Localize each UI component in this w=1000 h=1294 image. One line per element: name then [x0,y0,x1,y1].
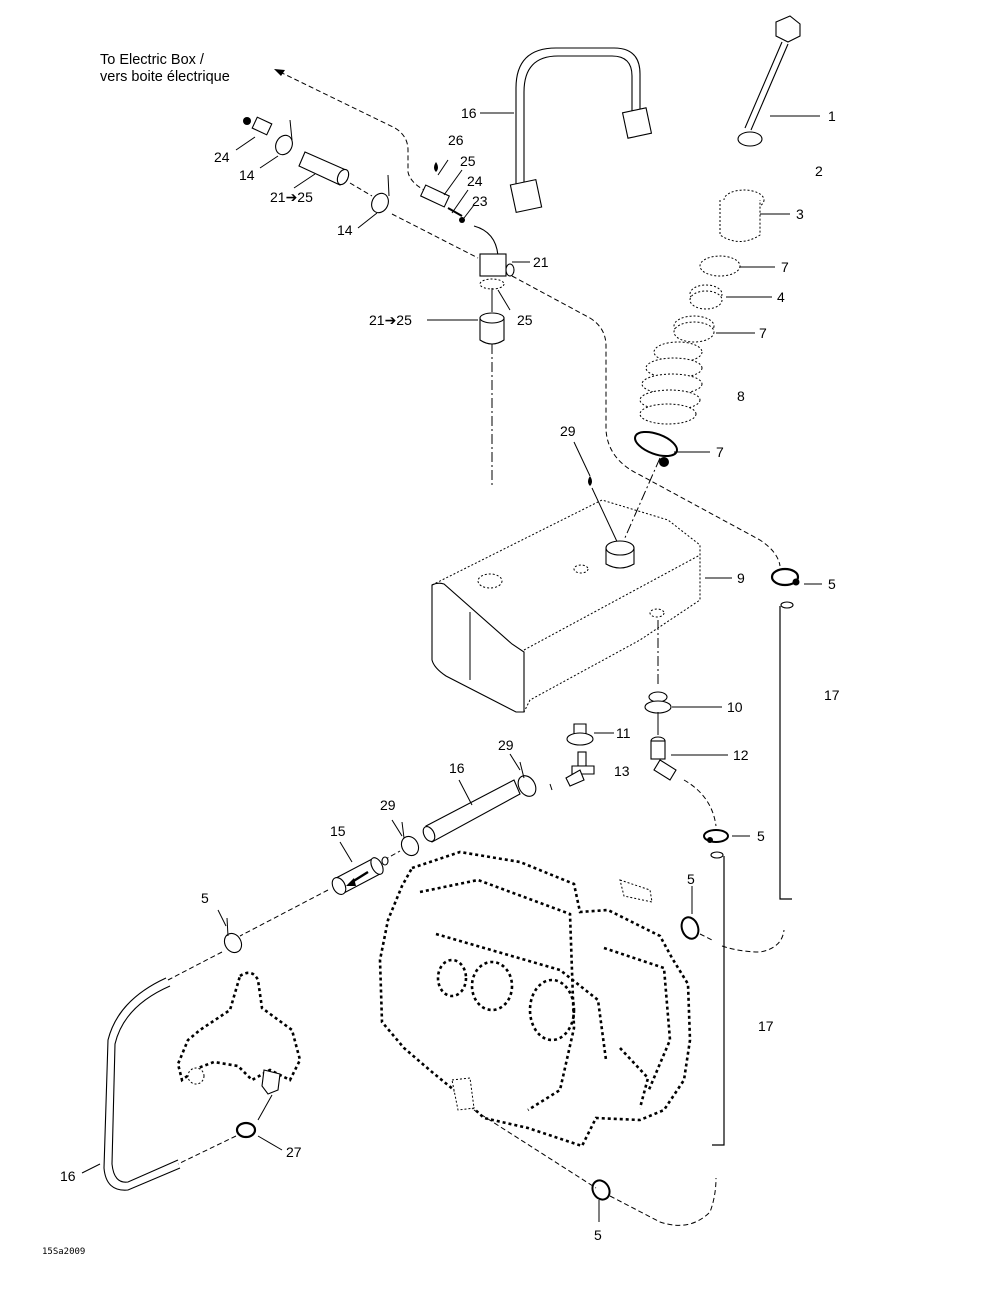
callout-11: 11 [616,725,631,741]
part-7-clamp-upper [673,315,715,343]
callout-8: 8 [737,388,745,404]
callout-29-upper: 29 [498,737,514,753]
callout-20: 16 [461,105,477,121]
drawing-code: 15Sa2009 [42,1247,85,1257]
callout-29-lower: 5 [201,890,209,906]
callout-17-lower: 17 [758,1018,774,1034]
part-16-hose-upper [422,779,521,843]
callout-7-lower: 7 [716,444,724,460]
electric-box-note-line2: vers boite électrique [100,69,230,85]
callout-28: 29 [560,423,576,439]
callout-27: 27 [286,1144,302,1160]
callout-16-upper: 16 [449,760,465,776]
part-8-bellows [639,341,703,425]
part-3-filler-neck [719,189,765,242]
callout-10: 10 [727,699,743,715]
callout-4: 4 [777,289,785,305]
callout-5-tank: 5 [828,576,836,592]
part-12-elbow [650,736,677,781]
callout-21: 21 [533,254,549,270]
part-2-o-ring [737,131,763,147]
callout-14-upper: 14 [239,167,255,183]
callout-3: 3 [796,206,804,222]
callout-2: 2 [815,163,823,179]
part-13-tee [549,751,595,791]
fuel-pump-assembly [176,971,302,1095]
callout-21-to-25: 21➔25 [369,312,412,328]
callout-12: 12 [733,747,749,763]
callout-24: 25 [460,153,476,169]
part-29-clamp-lower [223,917,243,954]
part-27-clamp [235,1121,257,1139]
part-5-clamp-engine [680,916,700,940]
callout-17-upper: 17 [824,687,840,703]
part-10-grommet [644,620,672,735]
callout-19: 24 [214,149,230,165]
part-21-25-float [479,288,505,345]
callout-5-mid: 5 [757,828,765,844]
electric-box-note-line1: To Electric Box / [100,52,205,68]
callout-22: 23 [472,193,488,209]
callout-5-bottom: 5 [594,1227,602,1243]
callout-6: 7 [781,259,789,275]
part-7-clamp-lower [634,430,678,467]
callout-15: 15 [330,823,346,839]
part-4-nut [689,284,723,310]
callout-5-engine: 5 [687,871,695,887]
part-16-hose-lower [103,977,181,1191]
callout-14-lower: 14 [337,222,353,238]
part-28-drop [588,476,592,486]
callout-7-upper: 7 [759,325,767,341]
part-26-drop [434,162,438,172]
part-29-clamp-upper [517,761,537,797]
part-17-hose-lower [710,851,725,1146]
engine-fitting-bottom [451,1077,475,1111]
part-21-valve [473,225,515,290]
part-5-clamp-tank [770,567,800,587]
callout-29-mid: 29 [380,797,396,813]
callout-25: 25 [517,312,533,328]
part-6-gasket [699,255,741,277]
part-18-hose [298,151,350,186]
part-29-clamp-mid [400,821,420,857]
callout-13: 13 [614,763,630,779]
callout-18: 21➔25 [270,189,313,205]
callout-23: 24 [467,173,483,189]
engine-block [378,850,692,1148]
part-20-strap [509,47,653,214]
part-11-plug [566,723,594,746]
part-5-clamp-bottom [591,1179,611,1201]
part-9-fuel-tank [431,499,701,713]
part-19-connector [243,116,273,136]
part-14-clamp-lower [371,174,390,214]
callout-1: 1 [828,108,836,124]
part-15-fuel-filter [331,856,389,895]
part-14-clamp-upper [275,119,293,156]
callout-9: 9 [737,570,745,586]
callout-16-lower: 16 [60,1168,76,1184]
part-24-fitting [419,184,451,208]
callout-26: 26 [448,132,464,148]
part-5-clamp-mid [703,829,729,843]
electric-box-arrow [274,69,425,191]
part-23-pin [447,207,463,217]
part-22-washer [459,217,465,223]
part-1-dipstick [744,15,801,131]
engine-fitting-right [619,879,653,903]
part-17-hose-upper [779,601,794,900]
